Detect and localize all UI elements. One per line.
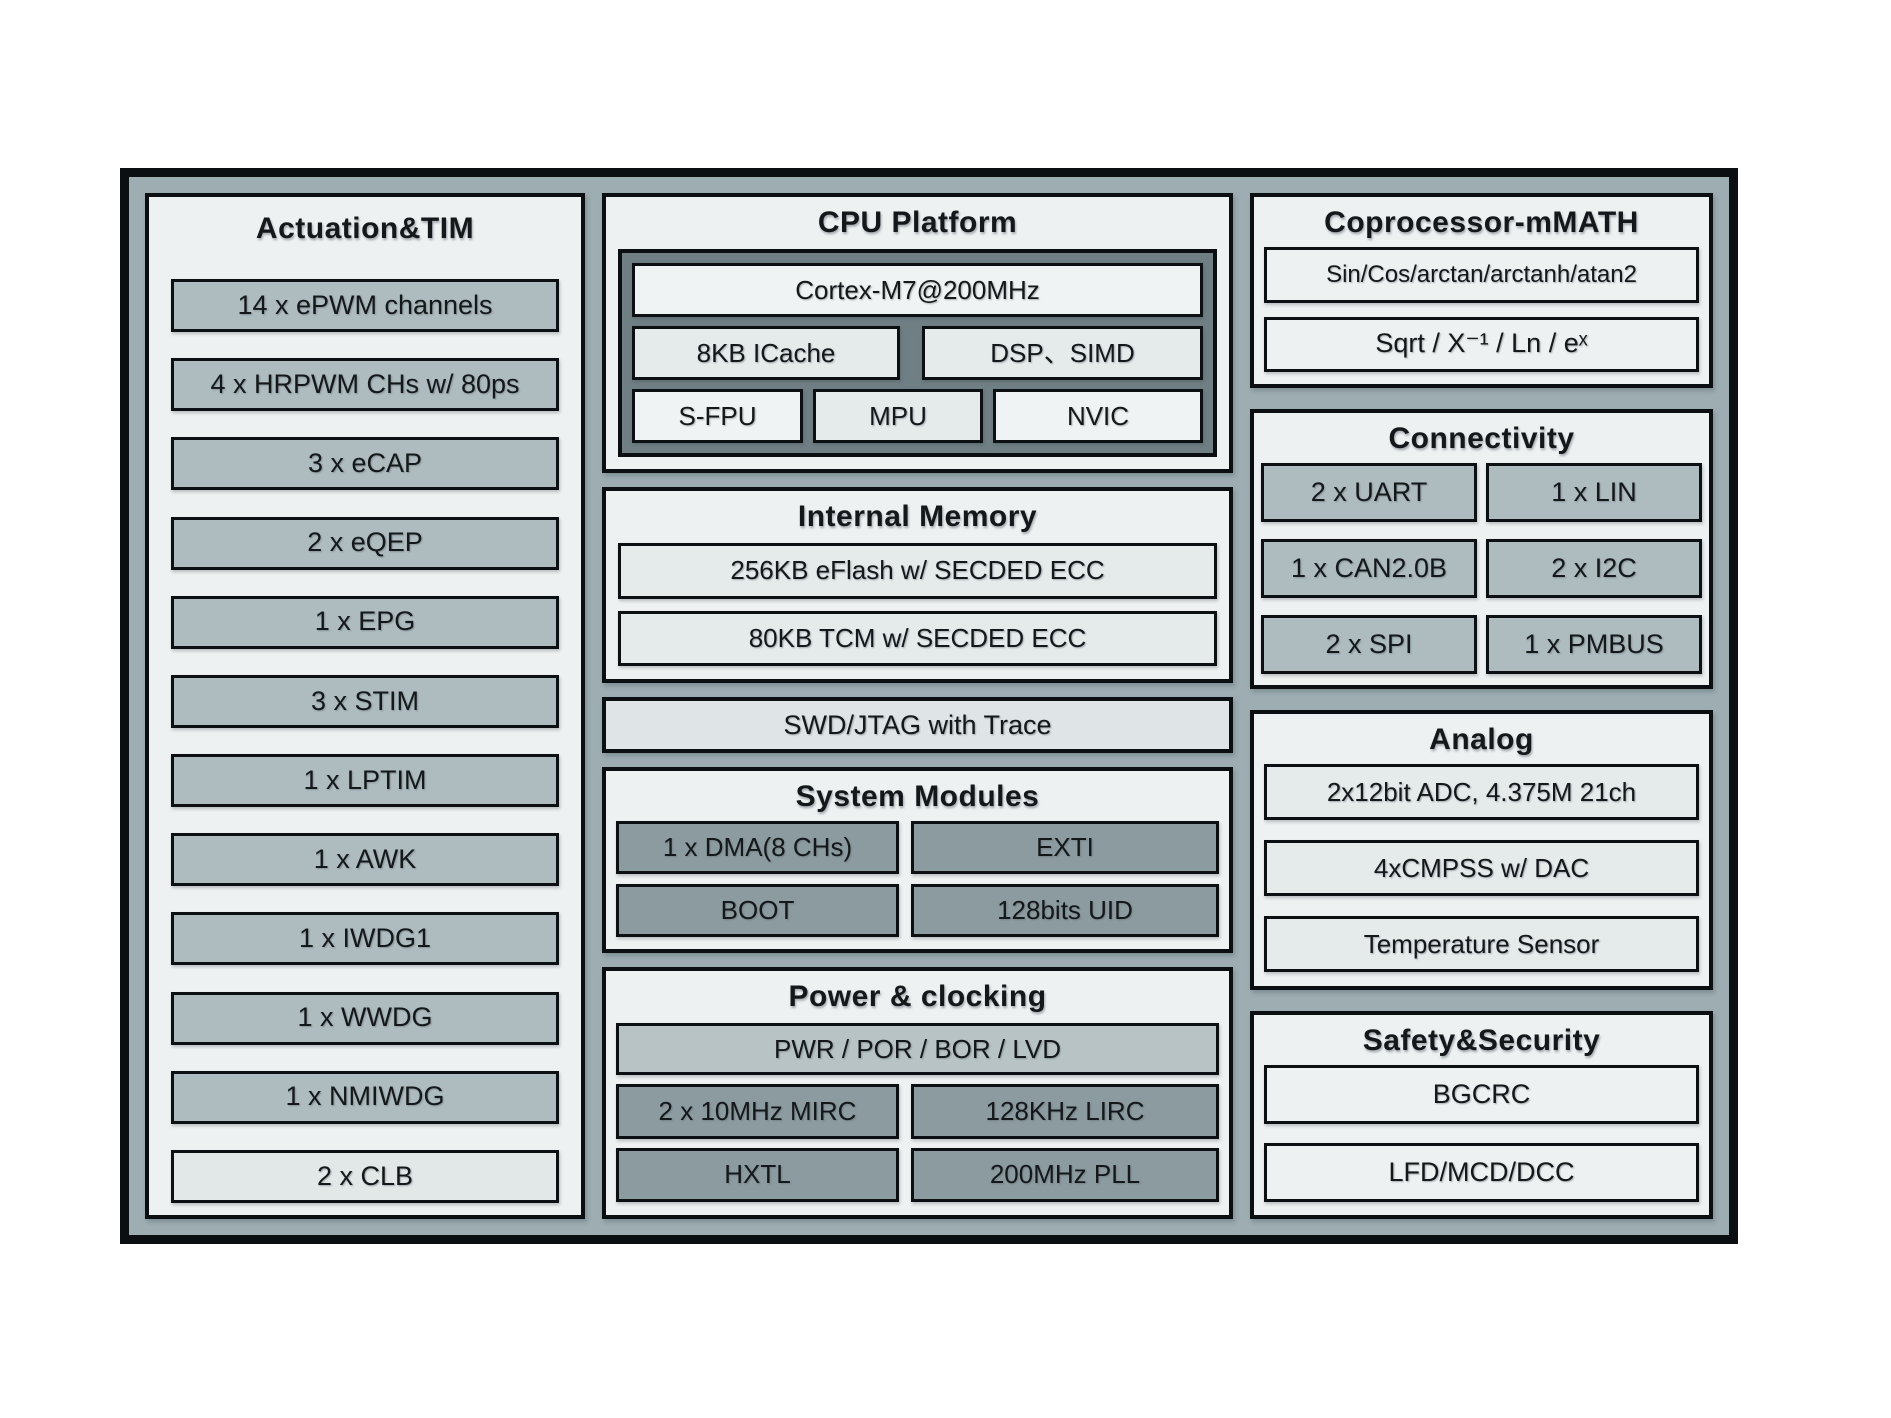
cpu-row-units: S-FPU MPU NVIC	[632, 389, 1203, 443]
internal-memory-title: Internal Memory	[797, 500, 1038, 533]
cpu-core-container: Cortex-M7@200MHz 8KB ICache DSP、SIMD S-F…	[618, 249, 1217, 457]
wwdg-block: 1 x WWDG	[171, 991, 559, 1045]
right-column: Coprocessor-mMATH Sin/Cos/arctan/arctanh…	[1250, 193, 1713, 1219]
i2c-block: 2 x I2C	[1486, 539, 1702, 598]
coprocessor-panel: Coprocessor-mMATH Sin/Cos/arctan/arctanh…	[1250, 193, 1713, 388]
epwm-block: 14 x ePWM channels	[171, 279, 559, 333]
can-block: 1 x CAN2.0B	[1261, 539, 1477, 598]
power-clocking-grid: 2 x 10MHz MIRC 128KHz LIRC HXTL 200MHz P…	[606, 1084, 1229, 1215]
safety-security-rows: BGCRC LFD/MCD/DCC	[1254, 1065, 1709, 1215]
lirc-block: 128KHz LIRC	[911, 1084, 1219, 1139]
clb-block: 2 x CLB	[171, 1149, 559, 1203]
icache-block: 8KB ICache	[632, 326, 900, 380]
exti-block: EXTI	[911, 821, 1219, 874]
connectivity-panel: Connectivity 2 x UART 1 x LIN 1 x CAN2.0…	[1250, 409, 1713, 689]
epg-block: 1 x EPG	[171, 595, 559, 649]
cpu-row-core: Cortex-M7@200MHz	[632, 263, 1203, 317]
cpu-platform-panel: CPU Platform Cortex-M7@200MHz 8KB ICache…	[602, 193, 1233, 473]
ecap-block: 3 x eCAP	[171, 437, 559, 491]
analog-panel: Analog 2x12bit ADC, 4.375M 21ch 4xCMPSS …	[1250, 710, 1713, 990]
actuation-tim-title: Actuation&TIM	[255, 212, 475, 245]
system-modules-panel: System Modules 1 x DMA(8 CHs) EXTI BOOT …	[602, 767, 1233, 953]
actuation-tim-panel: Actuation&TIM 14 x ePWM channels 4 x HRP…	[145, 193, 585, 1219]
internal-memory-panel: Internal Memory 256KB eFlash w/ SECDED E…	[602, 487, 1233, 683]
internal-memory-rows: 256KB eFlash w/ SECDED ECC 80KB TCM w/ S…	[606, 541, 1229, 679]
mcu-chip-outline: Actuation&TIM 14 x ePWM channels 4 x HRP…	[120, 168, 1738, 1244]
cpu-row-cache: 8KB ICache DSP、SIMD	[632, 326, 1203, 380]
nvic-block: NVIC	[993, 389, 1203, 443]
boot-block: BOOT	[616, 884, 899, 937]
connectivity-title: Connectivity	[1388, 422, 1575, 455]
cpu-platform-title: CPU Platform	[817, 206, 1018, 239]
system-modules-grid: 1 x DMA(8 CHs) EXTI BOOT 128bits UID	[606, 821, 1229, 949]
eflash-block: 256KB eFlash w/ SECDED ECC	[618, 543, 1217, 599]
mpu-block: MPU	[813, 389, 983, 443]
safety-security-panel: Safety&Security BGCRC LFD/MCD/DCC	[1250, 1011, 1713, 1219]
cortex-m7-block: Cortex-M7@200MHz	[632, 263, 1203, 317]
nmiwdg-block: 1 x NMIWDG	[171, 1070, 559, 1124]
connectivity-grid: 2 x UART 1 x LIN 1 x CAN2.0B 2 x I2C 2 x…	[1254, 463, 1709, 685]
sqrt-functions-block: Sqrt / X⁻¹ / Ln / eˣ	[1264, 316, 1699, 372]
pmbus-block: 1 x PMBUS	[1486, 615, 1702, 674]
uid-block: 128bits UID	[911, 884, 1219, 937]
dsp-simd-block: DSP、SIMD	[922, 326, 1203, 380]
power-clocking-panel: Power & clocking PWR / POR / BOR / LVD 2…	[602, 967, 1233, 1219]
sfpu-block: S-FPU	[632, 389, 803, 443]
awk-block: 1 x AWK	[171, 833, 559, 887]
lfd-mcd-dcc-block: LFD/MCD/DCC	[1264, 1143, 1699, 1202]
dma-block: 1 x DMA(8 CHs)	[616, 821, 899, 874]
analog-title: Analog	[1429, 723, 1534, 756]
lin-block: 1 x LIN	[1486, 463, 1702, 522]
system-modules-title: System Modules	[795, 780, 1040, 813]
iwdg1-block: 1 x IWDG1	[171, 912, 559, 966]
bgcrc-block: BGCRC	[1264, 1065, 1699, 1124]
left-column: Actuation&TIM 14 x ePWM channels 4 x HRP…	[145, 193, 585, 1219]
adc-block: 2x12bit ADC, 4.375M 21ch	[1264, 764, 1699, 820]
analog-rows: 2x12bit ADC, 4.375M 21ch 4xCMPSS w/ DAC …	[1254, 764, 1709, 986]
middle-column: CPU Platform Cortex-M7@200MHz 8KB ICache…	[602, 193, 1233, 1219]
safety-security-title: Safety&Security	[1362, 1024, 1601, 1057]
cmpss-block: 4xCMPSS w/ DAC	[1264, 840, 1699, 896]
power-clocking-title: Power & clocking	[788, 980, 1047, 1013]
lptim-block: 1 x LPTIM	[171, 754, 559, 808]
coprocessor-rows: Sin/Cos/arctan/arctanh/atan2 Sqrt / X⁻¹ …	[1254, 247, 1709, 384]
temp-sensor-block: Temperature Sensor	[1264, 916, 1699, 972]
eqep-block: 2 x eQEP	[171, 516, 559, 570]
spi-block: 2 x SPI	[1261, 615, 1477, 674]
mirc-block: 2 x 10MHz MIRC	[616, 1084, 899, 1139]
pll-block: 200MHz PLL	[911, 1147, 1219, 1202]
uart-block: 2 x UART	[1261, 463, 1477, 522]
tcm-block: 80KB TCM w/ SECDED ECC	[618, 610, 1217, 666]
hxtl-block: HXTL	[616, 1147, 899, 1202]
trig-functions-block: Sin/Cos/arctan/arctanh/atan2	[1264, 247, 1699, 303]
stim-block: 3 x STIM	[171, 674, 559, 728]
swd-jtag-bar: SWD/JTAG with Trace	[602, 697, 1233, 753]
hrpwm-block: 4 x HRPWM CHs w/ 80ps	[171, 358, 559, 412]
coprocessor-title: Coprocessor-mMATH	[1324, 206, 1639, 239]
pwr-por-bor-lvd-block: PWR / POR / BOR / LVD	[616, 1023, 1219, 1075]
